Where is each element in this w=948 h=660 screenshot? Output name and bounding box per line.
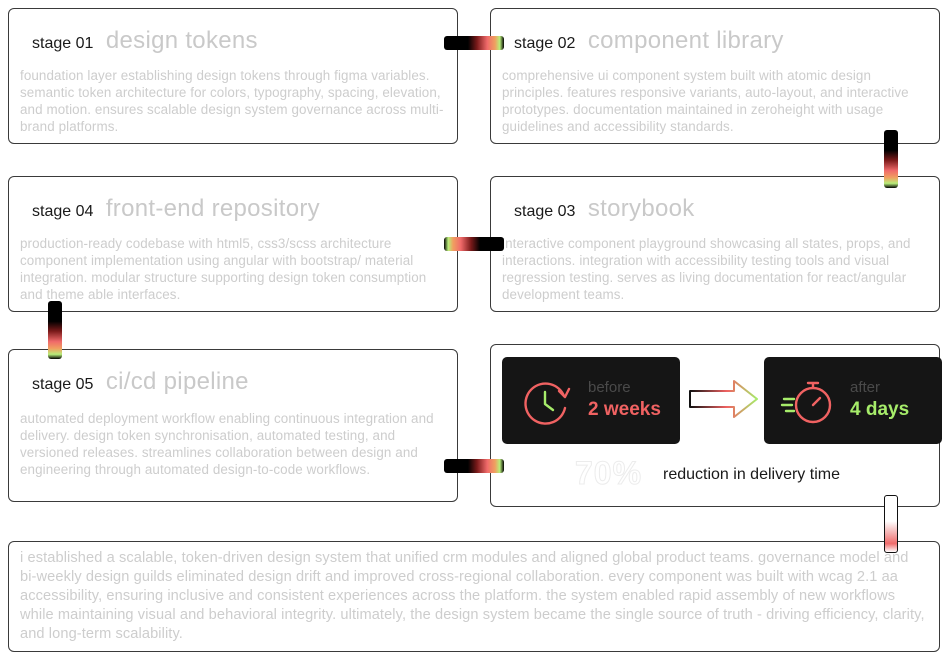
stage-title: ci/cd pipeline bbox=[105, 368, 249, 395]
stage-header: stage 01 design tokens bbox=[32, 27, 258, 55]
stage-description: production-ready codebase with html5, cs… bbox=[20, 236, 427, 302]
stopwatch-fast-icon bbox=[780, 381, 832, 424]
stage-title: storybook bbox=[587, 195, 695, 222]
stage-label: stage 01 bbox=[32, 35, 94, 52]
arrow-right-icon bbox=[689, 380, 758, 418]
stage-label: stage 04 bbox=[32, 203, 94, 220]
before-value: 2 weeks bbox=[588, 399, 661, 420]
metric-before: before 2 weeks bbox=[502, 357, 680, 444]
stage-header: stage 03 storybook bbox=[514, 195, 695, 223]
result-card: before 2 weeks after 4 days 70% reductio… bbox=[490, 344, 942, 507]
connector-stage-03-04 bbox=[444, 237, 504, 251]
stage-description: comprehensive ui component system built … bbox=[502, 68, 909, 134]
stage-description: foundation layer establishing design tok… bbox=[20, 68, 444, 134]
stage-label: stage 05 bbox=[32, 376, 94, 393]
stage-description: interactive component playground showcas… bbox=[502, 236, 911, 302]
reduction-label: reduction in delivery time bbox=[663, 466, 840, 483]
summary-text: i established a scalable, token-driven d… bbox=[20, 550, 925, 642]
stage-description: automated deployment workflow enabling c… bbox=[20, 411, 434, 477]
after-value: 4 days bbox=[850, 399, 910, 420]
summary-card: i established a scalable, token-driven d… bbox=[8, 541, 940, 652]
metric-after: after 4 days bbox=[764, 357, 942, 444]
stage-header: stage 02 component library bbox=[514, 27, 784, 55]
after-label: after bbox=[850, 379, 881, 396]
connector-stage-02-03 bbox=[884, 130, 898, 188]
stage-card-front-end-repository: stage 04 front-end repository production… bbox=[8, 176, 458, 312]
stage-card-storybook: stage 03 storybook interactive component… bbox=[490, 176, 940, 312]
connector-stage-01-02 bbox=[444, 36, 504, 50]
stage-title: front-end repository bbox=[105, 195, 320, 222]
stage-label: stage 02 bbox=[514, 35, 576, 52]
stage-header: stage 04 front-end repository bbox=[32, 195, 320, 223]
clock-refresh-icon bbox=[524, 382, 571, 425]
reduction-percent: 70% bbox=[574, 455, 643, 492]
stage-card-ci-cd-pipeline: stage 05 ci/cd pipeline automated deploy… bbox=[8, 349, 458, 502]
connector-stage-05-result bbox=[444, 459, 504, 473]
stage-title: design tokens bbox=[105, 27, 258, 54]
stage-card-component-library: stage 02 component library comprehensive… bbox=[490, 8, 940, 144]
stage-label: stage 03 bbox=[514, 203, 576, 220]
stage-title: component library bbox=[587, 27, 784, 54]
connector-stage-04-05 bbox=[48, 301, 62, 359]
stage-header: stage 05 ci/cd pipeline bbox=[32, 368, 249, 396]
stage-card-design-tokens: stage 01 design tokens foundation layer … bbox=[8, 8, 458, 144]
connector-result-summary bbox=[884, 495, 898, 553]
before-label: before bbox=[588, 379, 631, 396]
